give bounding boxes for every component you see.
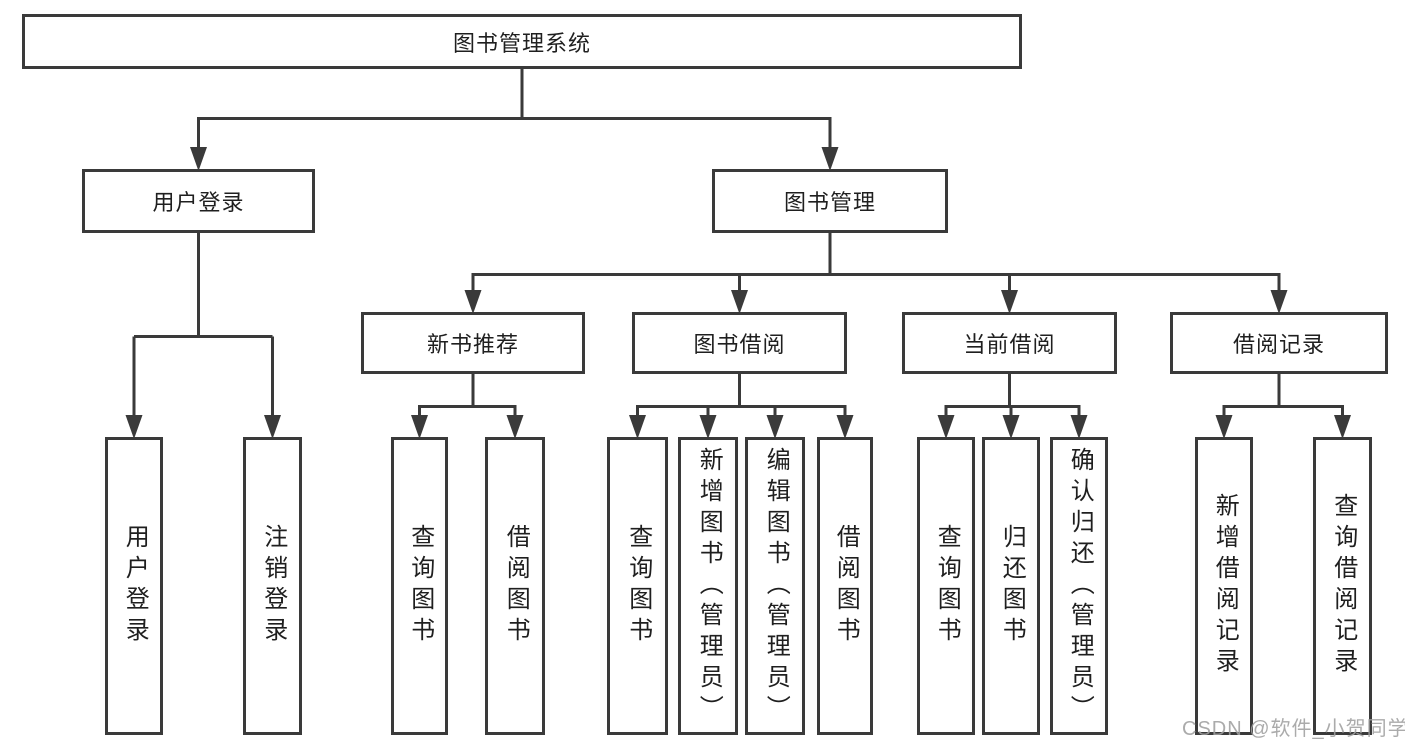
leaf-bb-query-books-label: 查询图书 (624, 524, 652, 648)
leaf-cb-return-books: 归还图书 (982, 437, 1040, 735)
leaf-br-add-record-label: 新增借阅记录 (1211, 493, 1239, 679)
connector-book-mgmt-to-level3 (464, 233, 1288, 314)
leaf-br-query-record: 查询借阅记录 (1313, 437, 1372, 735)
node-library-system: 图书管理系统 (22, 14, 1022, 69)
node-user-login: 用户登录 (82, 169, 315, 233)
leaf-cb-confirm-return-admin: 确认归还（管理员） (1050, 437, 1108, 735)
node-new-book-recommend-label: 新书推荐 (426, 332, 519, 357)
leaf-cb-query-books-label: 查询图书 (933, 524, 961, 648)
node-user-login-label: 用户登录 (152, 190, 245, 215)
leaf-logout-label: 注销登录 (259, 524, 287, 648)
leaf-bb-edit-books-admin: 编辑图书（管理员） (745, 437, 805, 735)
node-current-borrowing: 当前借阅 (902, 312, 1117, 374)
node-book-management: 图书管理 (712, 169, 948, 233)
leaf-bb-borrow-books-label: 借阅图书 (832, 524, 860, 648)
node-current-borrowing-label: 当前借阅 (963, 332, 1056, 357)
leaf-bb-add-books-admin: 新增图书（管理员） (678, 437, 738, 735)
node-new-book-recommend: 新书推荐 (361, 312, 585, 374)
node-borrowing-records-label: 借阅记录 (1232, 332, 1325, 357)
leaf-user-login: 用户登录 (105, 437, 163, 735)
watermark-csdn: CSDN @软件_小贺同学 (1182, 718, 1405, 740)
node-book-management-label: 图书管理 (783, 190, 876, 215)
node-borrowing-records: 借阅记录 (1170, 312, 1388, 374)
leaf-nb-borrow-books-label: 借阅图书 (502, 524, 530, 648)
leaf-nb-query-books: 查询图书 (391, 437, 448, 735)
leaf-cb-query-books: 查询图书 (917, 437, 975, 735)
node-book-borrowing-label: 图书借阅 (693, 332, 786, 357)
leaf-br-add-record: 新增借阅记录 (1195, 437, 1253, 735)
node-book-borrowing: 图书借阅 (632, 312, 847, 374)
leaf-nb-query-books-label: 查询图书 (406, 524, 434, 648)
leaf-nb-borrow-books: 借阅图书 (485, 437, 545, 735)
leaf-bb-edit-books-admin-label: 编辑图书（管理员） (762, 446, 790, 726)
leaf-cb-confirm-return-admin-label: 确认归还（管理员） (1066, 446, 1094, 726)
node-library-system-label: 图书管理系统 (452, 30, 591, 56)
leaf-bb-add-books-admin-label: 新增图书（管理员） (695, 446, 723, 726)
leaf-bb-query-books: 查询图书 (607, 437, 668, 735)
connector-root-to-level2 (190, 68, 839, 171)
leaf-br-query-record-label: 查询借阅记录 (1329, 493, 1357, 679)
leaf-logout: 注销登录 (243, 437, 302, 735)
connector-user-login-to-leaves (125, 232, 281, 439)
leaf-user-login-label: 用户登录 (121, 524, 149, 648)
connector-level3-to-leaves (411, 374, 1351, 439)
leaf-cb-return-books-label: 归还图书 (998, 524, 1026, 648)
leaf-bb-borrow-books: 借阅图书 (817, 437, 873, 735)
